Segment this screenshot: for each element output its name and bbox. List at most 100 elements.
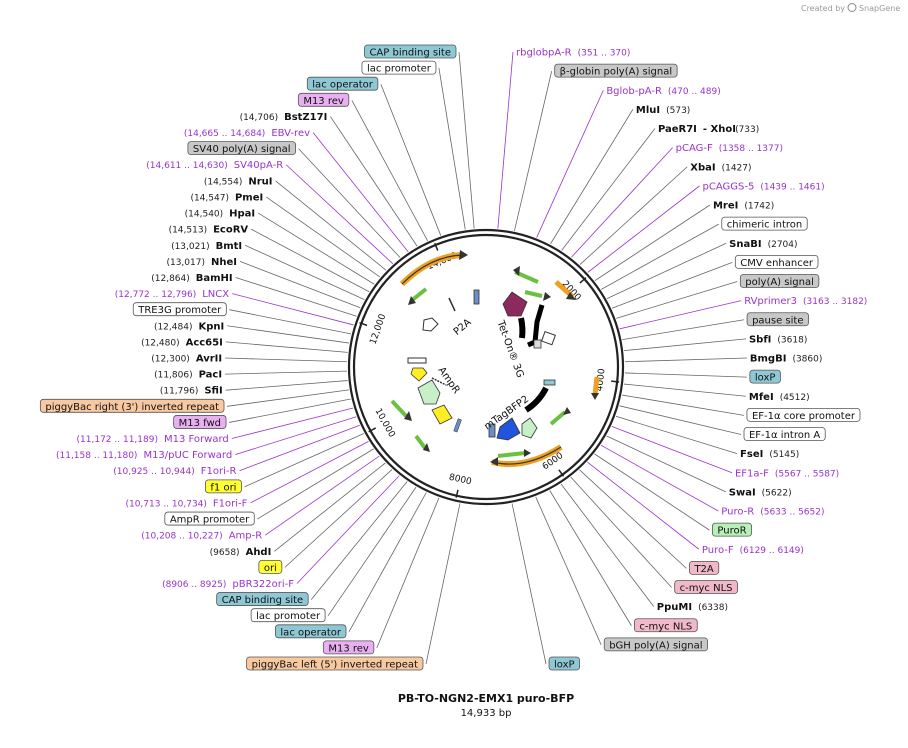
primer-label-pcag-f: pCAG-F: [676, 143, 713, 154]
feature-label-lac-promoter: lac promoter: [256, 611, 321, 622]
leader-line: [235, 416, 357, 456]
feature-label-box: [164, 511, 255, 526]
site-position: (3860): [792, 355, 822, 365]
leader-line: [594, 204, 711, 281]
primer-label-f1ori-r: F1ori-R: [201, 466, 237, 477]
feature-label-m13-rev: M13 rev: [328, 643, 369, 654]
feature-label-box: [603, 637, 708, 652]
leader-line: [274, 462, 386, 552]
primer-label-amp-r: Amp-R: [229, 531, 263, 542]
site-position: (14,665 .. 14,684): [184, 129, 265, 139]
feature-label-box: [739, 274, 820, 288]
p2a-arrow-icon: [422, 317, 439, 332]
enzyme-label-bmti: BmtI: [216, 241, 243, 252]
tet-on-3g-arrow-icon: [502, 291, 528, 317]
site-position: (1742): [744, 202, 774, 212]
feature-label-box: [746, 312, 809, 327]
leader-line: [458, 51, 475, 229]
leader-line: [611, 262, 733, 309]
feature-label-box: [361, 60, 437, 75]
enzyme-label-bstz17i: BstZ17I: [284, 112, 327, 123]
enzyme-label-mfei: MfeI: [749, 392, 774, 403]
enzyme-label-paci: PacI: [199, 370, 222, 381]
site-position: (5622): [762, 488, 792, 498]
tick-label: 8000: [448, 473, 473, 488]
feature-label-box: [250, 608, 326, 623]
feature-label-box: [743, 427, 826, 441]
green-arrowhead-7-icon: [563, 407, 571, 415]
leader-line: [226, 389, 349, 407]
leader-line: [611, 425, 733, 474]
mtagbfp2-arrow-icon: [496, 417, 521, 441]
site-position: (12,864): [151, 274, 190, 284]
feature-label-lac-promoter: lac promoter: [367, 64, 432, 75]
primer-label-bglob-pa-r: Bglob-pA-R: [606, 86, 662, 97]
ampr-arrow-icon: [417, 379, 441, 405]
leader-line: [616, 281, 738, 319]
tick-label: 12,000: [368, 313, 388, 346]
feature-label-box: [205, 479, 242, 494]
site-position: (14,540): [185, 210, 224, 220]
feature-label-box: [749, 369, 781, 384]
feature-label-box: [734, 254, 819, 269]
feature-label-piggybac-right-3-inverted-repeat: piggyBac right (3') inverted repeat: [45, 402, 219, 413]
leader-line: [438, 68, 466, 230]
backbone-outer-circle: [347, 228, 625, 506]
leader-line: [351, 100, 428, 242]
feature-label-lac-operator: lac operator: [280, 627, 341, 638]
leader-line: [535, 496, 602, 646]
small-blue-feature: [473, 289, 480, 305]
enzyme-label-ecorv: EcoRV: [213, 225, 248, 236]
feature-label-box: [721, 216, 808, 231]
green-arc-5: [414, 434, 427, 450]
plasmid-title: PB-TO-NGN2-EMX1 puro-BFP: [398, 692, 574, 705]
primer-label-puro-r: Puro-R: [721, 507, 754, 518]
site-position: (13,021): [171, 242, 210, 252]
puror-small-arrow-icon: [521, 417, 538, 439]
site-position: (5567 .. 5587): [775, 469, 839, 479]
site-position: (14,513): [169, 226, 208, 236]
feature-label-loxp: loxP: [554, 660, 575, 671]
feature-label-ef-1-core-promoter: EF-1α core promoter: [752, 411, 856, 422]
leader-line: [606, 435, 726, 493]
feature-label-box: [689, 560, 720, 575]
enzyme-label-nrui: NruI: [248, 176, 272, 187]
leader-line: [601, 223, 719, 290]
green-arc-7: [549, 410, 567, 426]
enzyme-label-hpai: HpaI: [229, 209, 255, 220]
green-arc-6: [497, 451, 526, 458]
leader-line: [514, 71, 553, 232]
leader-line: [244, 244, 365, 300]
leader-line: [285, 164, 394, 265]
feature-label-tre3g-promoter: TRE3G promoter: [137, 305, 222, 316]
leader-line: [232, 293, 354, 326]
enzyme-label-avrii: AvrII: [196, 354, 222, 365]
site-position: (11,806): [154, 371, 193, 381]
tick-mark: [359, 322, 368, 327]
leader-line: [225, 380, 348, 391]
feature-label-ef-1-intron-a: EF-1α intron A: [749, 430, 820, 441]
feature-label-box: [674, 580, 738, 594]
site-position: (4512): [780, 393, 810, 403]
feature-label-cmv-enhancer: CMV enhancer: [740, 258, 814, 269]
tet-on-spacer: [533, 339, 542, 349]
feature-label-ori: ori: [264, 563, 277, 574]
site-position: (12,484): [154, 322, 193, 332]
tick-mark: [579, 277, 587, 284]
top-left-orange-arc-core: [401, 254, 464, 285]
site-position: (14,547): [190, 193, 229, 203]
tick-mark: [558, 469, 565, 477]
feature-label-c-myc-nls: c-myc NLS: [639, 621, 692, 632]
leader-line: [600, 444, 719, 512]
leader-line: [376, 497, 440, 649]
leader-line: [619, 405, 742, 435]
site-position: (5145): [769, 450, 799, 460]
feature-label-box: [216, 592, 309, 606]
feature-label-loxp: loxP: [755, 373, 776, 384]
feature-label-box: [711, 522, 752, 537]
leader-line: [425, 503, 461, 665]
leader-line: [622, 319, 745, 340]
small-blue-feature-2: [453, 418, 462, 433]
enzyme-label-ahdi: AhdI: [246, 547, 272, 558]
